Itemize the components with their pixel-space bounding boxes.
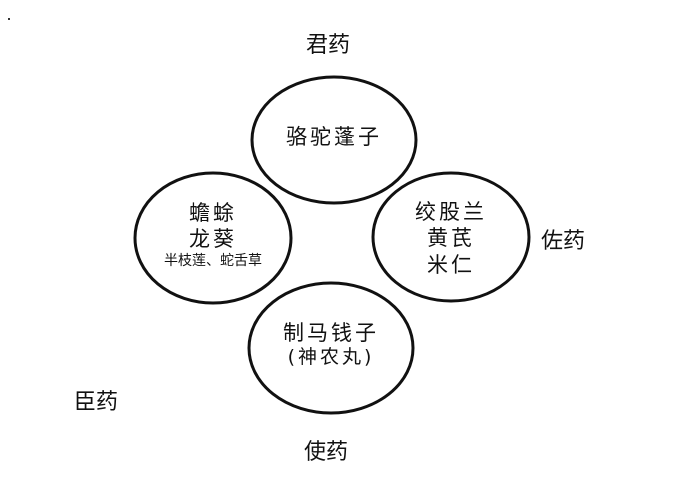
circle-right	[371, 171, 531, 303]
herb-name: 黄芪	[427, 226, 475, 251]
circle-bottom	[247, 281, 415, 415]
circle-top-text: 骆驼蓬子	[252, 124, 416, 150]
herb-name: 龙葵	[189, 227, 237, 252]
herb-name: 制马钱子	[283, 321, 379, 345]
role-label-chen: 臣药	[74, 390, 119, 415]
role-label-zuo: 佐药	[541, 229, 586, 254]
role-label-jun: 君药	[306, 33, 351, 58]
role-label-shi: 使药	[304, 440, 349, 465]
stray-mark	[8, 18, 10, 20]
circle-left	[133, 171, 293, 305]
herb-note: (神农丸)	[287, 346, 375, 369]
herb-name: 绞股兰	[415, 200, 487, 224]
circle-bottom-text: 制马钱子 (神农丸)	[249, 320, 413, 370]
herb-name: 骆驼蓬子	[286, 125, 382, 149]
herb-name: 半枝莲、蛇舌草	[164, 252, 262, 269]
circle-right-text: 绞股兰 黄芪 米仁	[373, 199, 529, 278]
circle-top	[250, 75, 418, 205]
circle-left-text: 蟾蜍 龙葵 半枝莲、蛇舌草	[135, 200, 291, 270]
herb-name: 米仁	[427, 252, 475, 277]
herb-name: 蟾蜍	[189, 201, 237, 225]
